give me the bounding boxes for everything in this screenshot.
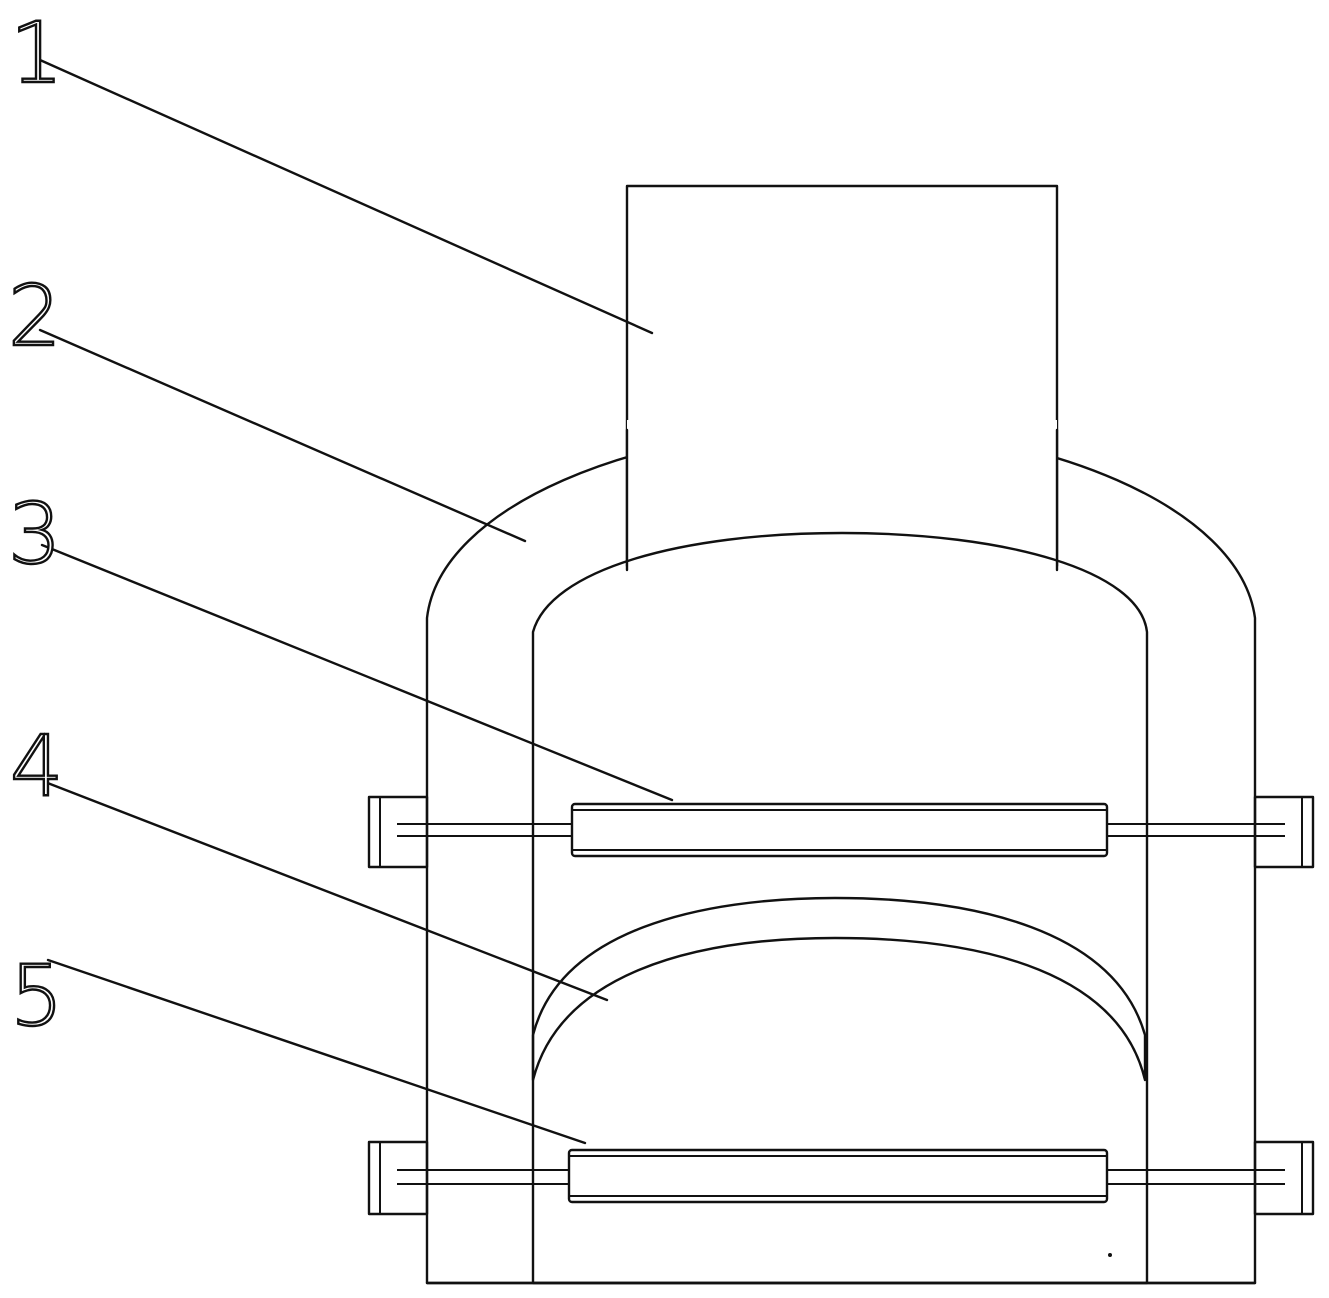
- label-1: 1: [10, 4, 63, 102]
- leader-1: [38, 58, 654, 335]
- leader-4: [43, 780, 609, 1002]
- leader-lines: [38, 58, 674, 1145]
- label-4: 4: [10, 717, 63, 815]
- lower-brick-arch: [531, 896, 1147, 1082]
- lower-roller: [367, 1140, 1315, 1216]
- speck-dot: [1108, 1253, 1112, 1257]
- upper-roller: [367, 795, 1315, 869]
- brick-shell: [425, 420, 1257, 1285]
- label-2: 2: [8, 267, 61, 365]
- leader-3: [40, 543, 674, 802]
- label-5: 5: [10, 947, 63, 1045]
- part-labels: 1 2 3 4 5: [7, 3, 65, 1046]
- leader-2: [38, 328, 527, 543]
- leader-5: [46, 958, 587, 1145]
- furnace-chamber: [531, 531, 1149, 1285]
- label-3: 3: [8, 485, 61, 583]
